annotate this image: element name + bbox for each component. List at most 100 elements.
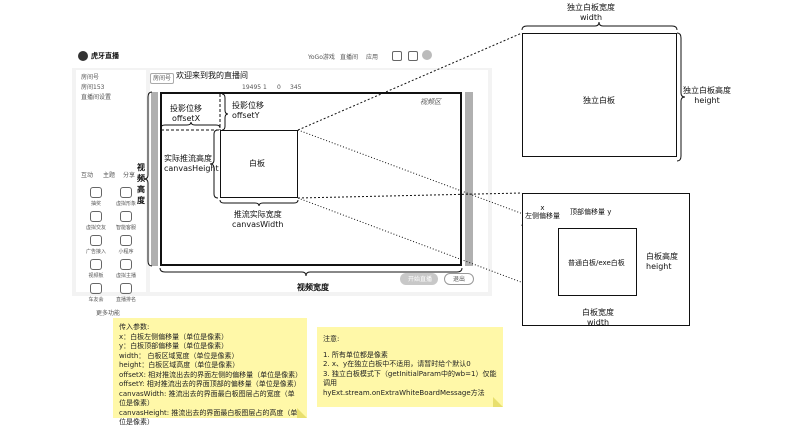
- stage-tag: 视频区: [420, 98, 441, 106]
- video-height-brace: [143, 91, 153, 267]
- canvas-height-brace: [209, 129, 219, 199]
- stat-views: 19495: [242, 84, 262, 91]
- params-line: offsetX: 相对推流出去的界面左侧的偏移量（单位是像素）: [119, 370, 303, 379]
- canvas-width-brace: [219, 199, 299, 207]
- friends-icon: [90, 211, 102, 222]
- tool-item[interactable]: 小程序: [112, 235, 140, 259]
- notice-line: 3. 独立白板模式下（getInitialParam中的wb=1）仅能调用: [323, 369, 497, 388]
- projection-line: [297, 197, 559, 297]
- end-live-label: 退出: [453, 276, 466, 283]
- stat-fans: 345: [290, 84, 302, 91]
- header-item-yogo[interactable]: YoGo游戏: [308, 54, 335, 61]
- vtuber-icon: [120, 259, 132, 270]
- notice-line: hyExt.stream.onExtraWhiteBoardMessage方法: [323, 388, 485, 397]
- board-icon: [90, 259, 102, 270]
- start-live-button[interactable]: [400, 273, 438, 285]
- toolbar-interact[interactable]: 互动: [81, 172, 94, 179]
- left-offset-label: x 左侧偏移量: [525, 204, 560, 220]
- room-line-3[interactable]: 直播间设置: [81, 94, 112, 101]
- params-note: 传入参数: x：白板左侧偏移量（单位是像素） y：白板顶部偏移量（单位是像素） …: [113, 318, 307, 426]
- offset-x-brace: [160, 121, 221, 129]
- standalone-width-brace: [521, 21, 678, 31]
- toolbar-share[interactable]: 分享: [123, 172, 136, 179]
- top-offset-label: 顶部偏移量 y: [570, 208, 612, 216]
- offset-y-brace: [221, 93, 229, 131]
- tool-item[interactable]: 抽奖: [82, 187, 110, 211]
- params-line: x：白板左侧偏移量（单位是像素）: [119, 332, 229, 341]
- toolbar-theme[interactable]: 主题: [103, 172, 116, 179]
- params-line: height：白板区域高度（单位是像素）: [119, 361, 240, 369]
- params-line: y：白板顶部偏移量（单位是像素）: [119, 342, 229, 350]
- miniapp-icon: [120, 235, 132, 246]
- standalone-width-label: 独立白板宽度 width: [567, 3, 615, 22]
- service-icon: [120, 211, 132, 222]
- note-fold: [493, 397, 503, 407]
- standalone-board-label: 独立白板: [583, 96, 615, 105]
- projection-line: [297, 192, 523, 199]
- whiteboard-region: [220, 130, 298, 198]
- room-line-1: 房间号: [81, 74, 100, 81]
- right-gray-bar: [465, 92, 473, 266]
- header-item-live[interactable]: 直播间: [340, 54, 359, 61]
- end-live-button[interactable]: [444, 273, 474, 285]
- notice-line: 1. 所有单位都是像素: [323, 350, 388, 359]
- projection-line: [297, 129, 559, 228]
- ad-icon: [90, 235, 102, 246]
- stat-gifts: 0: [277, 84, 281, 91]
- notice-note-title: 注意:: [323, 335, 340, 343]
- header-item-apps[interactable]: 应用: [366, 54, 379, 61]
- page-title: 欢迎来到我的直播间: [176, 71, 248, 80]
- tool-item[interactable]: 虚拟主播: [112, 259, 140, 283]
- tool-item[interactable]: 智能客服: [112, 211, 140, 235]
- rank-icon: [120, 283, 132, 294]
- params-line: canvasHeight: 推流出去的界面最白板图层占的高度（单位是像素）: [119, 408, 298, 427]
- board-width-label: 白板宽度 width: [582, 308, 614, 327]
- board-height-label: 白板高度 height: [646, 252, 678, 271]
- params-note-title: 传入参数:: [119, 323, 150, 331]
- tool-item[interactable]: 虚拟交友: [82, 211, 110, 235]
- tab-room-label: 房间号: [153, 75, 172, 82]
- notification-icon[interactable]: [392, 51, 402, 61]
- standalone-height-brace: [676, 32, 686, 162]
- notice-line: 2. x、y在独立白板中不适用，请暂时给个默认0: [323, 360, 471, 368]
- avatar-icon: [120, 187, 132, 198]
- gift-icon: [90, 187, 102, 198]
- room-line-2: 房间153: [81, 84, 105, 91]
- start-live-label: 开始直播: [408, 276, 433, 283]
- whiteboard-label: 白板: [249, 159, 265, 168]
- params-line: offsetY: 相对推流出去的界面顶部的偏移量（单位是像素）: [119, 380, 301, 388]
- standalone-height-label: 独立白板高度 height: [683, 86, 731, 105]
- params-line: width： 白板区域宽度（单位是像素）: [119, 351, 239, 360]
- more-tools-link[interactable]: 更多功能: [96, 310, 121, 317]
- canvas-width-label: 推流实际宽度 canvasWidth: [232, 210, 284, 229]
- video-area: [160, 92, 462, 266]
- tool-item[interactable]: 视频板: [82, 259, 110, 283]
- stat-likes: 1: [263, 84, 267, 91]
- sidebar: 房间号 房间153 直播间设置 互动 主题 分享 抽奖 虚拟形象 虚拟交友 智能…: [76, 70, 146, 317]
- normal-whiteboard: [558, 228, 637, 296]
- offset-y-label: 投影位移 offsetY: [232, 101, 264, 120]
- app-header: 虎牙直播 YoGo游戏 直播间 应用: [72, 43, 492, 68]
- tab-room[interactable]: [150, 73, 174, 84]
- app-screenshot: 虎牙直播 YoGo游戏 直播间 应用 房间号 房间153 直播间设置 互动 主题…: [72, 43, 492, 317]
- projection-line: [297, 32, 523, 131]
- left-gray-bar: [151, 92, 158, 266]
- car-icon: [90, 283, 102, 294]
- offset-x-label: 投影位移 offsetX: [170, 104, 202, 123]
- tool-item[interactable]: 直播排名: [112, 283, 140, 307]
- video-width-brace: [159, 267, 463, 277]
- video-height-label: 视频高度: [137, 163, 145, 205]
- note-fold: [297, 408, 307, 418]
- message-icon[interactable]: [408, 51, 418, 61]
- notice-note: 注意: 1. 所有单位都是像素 2. x、y在独立白板中不适用，请暂时给个默认0…: [317, 327, 503, 407]
- video-width-label: 视频宽度: [297, 283, 329, 292]
- standalone-whiteboard: [522, 33, 677, 157]
- tool-item[interactable]: 广告接入: [82, 235, 110, 259]
- avatar[interactable]: [422, 50, 432, 60]
- canvas-height-label: 实际推流高度 canvasHeight: [164, 154, 219, 173]
- tool-item[interactable]: 车友会: [82, 283, 110, 307]
- app-logo: 虎牙直播: [91, 52, 119, 60]
- live-stage: 房间号 欢迎来到我的直播间 19495 1 0 345 开始直播 退出: [150, 70, 488, 292]
- tool-item[interactable]: 虚拟形象: [112, 187, 140, 211]
